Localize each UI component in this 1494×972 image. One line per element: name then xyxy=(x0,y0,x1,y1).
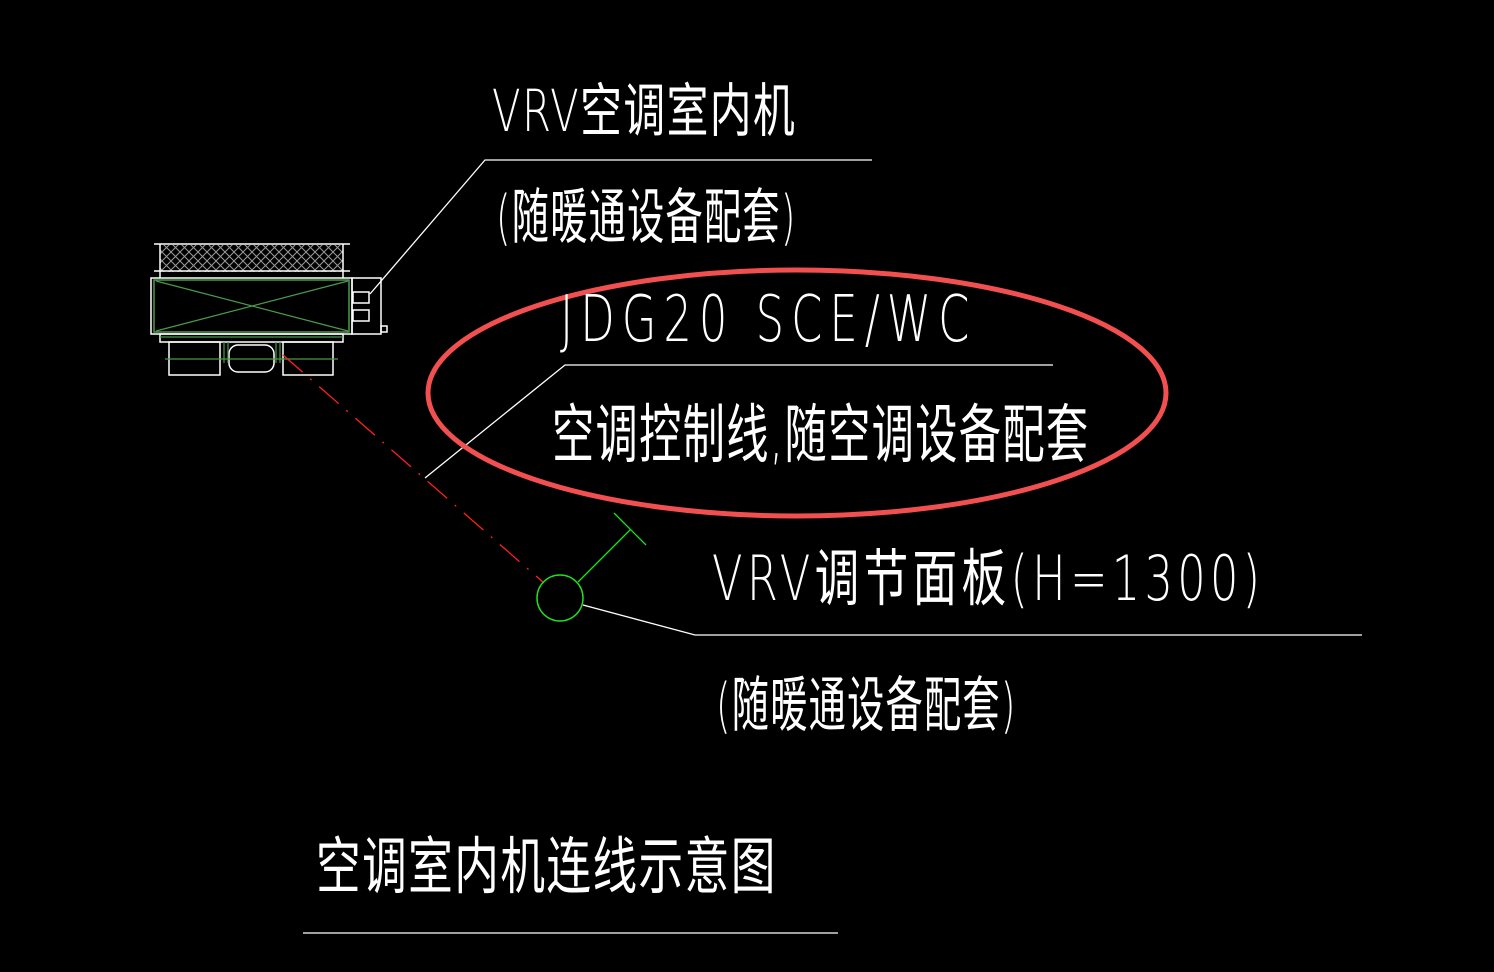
control-cable-spec: JDG20 SCE/WC xyxy=(560,283,977,357)
control-panel-label: VRV调节面板(H=1300) xyxy=(712,542,1265,615)
control-cable-line[interactable] xyxy=(282,354,545,584)
drawing-caption: 空调室内机连线示意图 xyxy=(316,830,777,903)
highlight-ellipse xyxy=(425,267,1169,519)
indoor-unit-label: VRV空调室内机 xyxy=(492,77,797,145)
indoor-unit-leader-line xyxy=(369,159,872,295)
vrv-indoor-unit-icon[interactable] xyxy=(150,243,388,376)
control-panel-icon[interactable] xyxy=(536,512,647,622)
control-panel-note: (随暖通设备配套) xyxy=(716,671,1017,741)
control-cable-note: 空调控制线,随空调设备配套 xyxy=(552,399,1090,473)
panel-leader-line xyxy=(582,604,1362,636)
indoor-unit-note: (随暖通设备配套) xyxy=(496,183,797,253)
cable-leader-line xyxy=(424,364,1053,479)
